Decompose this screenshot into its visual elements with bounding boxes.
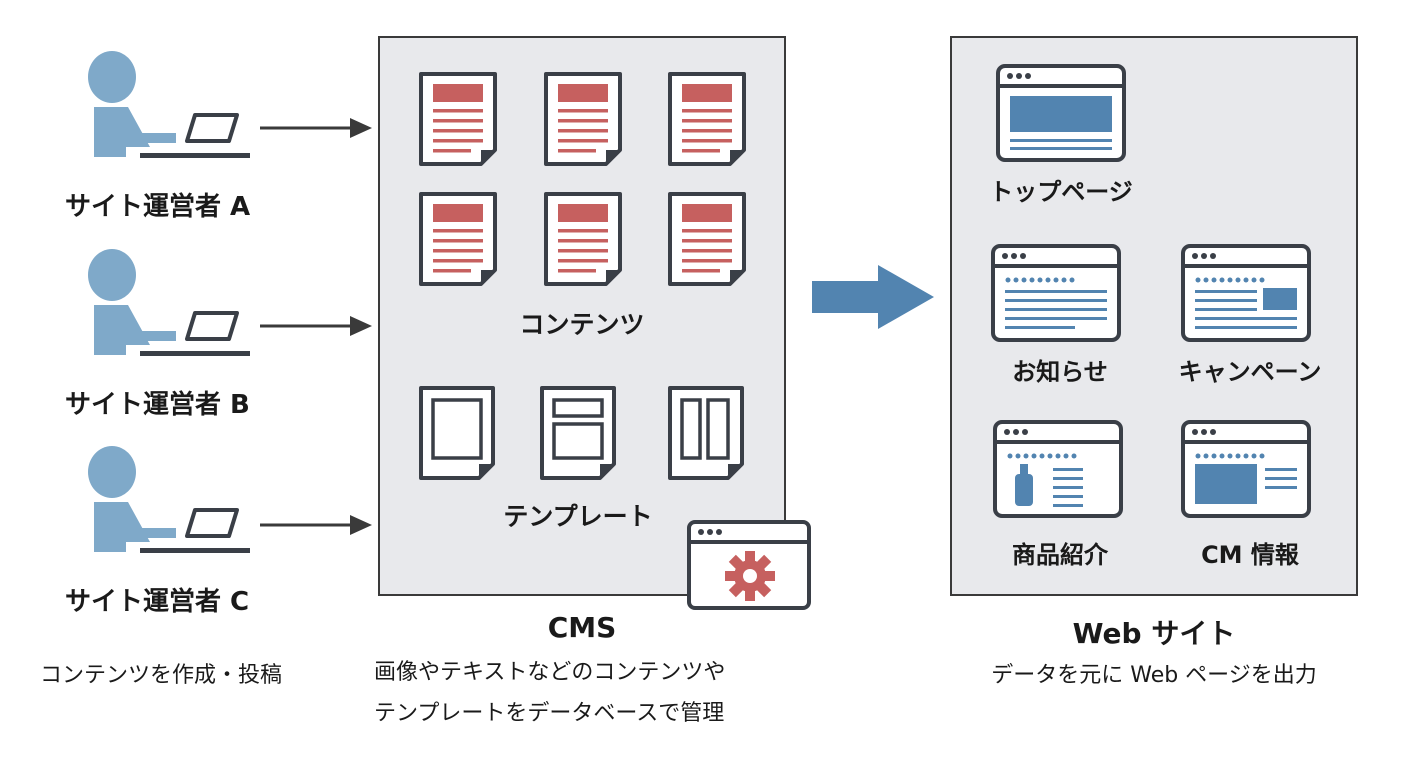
operator-b-label: サイト運営者 B (65, 390, 250, 420)
operator-a-icon (88, 51, 250, 158)
template-icon-two-column (668, 386, 744, 480)
cms-caption-line2: テンプレートをデータベースで管理 (374, 701, 725, 726)
arrow-a-to-cms (260, 118, 372, 138)
website-title: Web サイト (1072, 617, 1236, 650)
browser-window-icon (991, 244, 1121, 342)
person-icon (88, 446, 176, 552)
document-icon (419, 72, 497, 166)
cms-admin-window (687, 520, 811, 610)
operator-a-label: サイト運営者 A (65, 192, 251, 222)
person-icon (88, 51, 176, 157)
document-icon (668, 192, 746, 286)
operators-caption: コンテンツを作成・投稿 (40, 663, 283, 688)
website-caption: データを元に Web ページを出力 (991, 663, 1317, 688)
cms-title: CMS (547, 611, 617, 644)
document-icon (544, 72, 622, 166)
contents-label: コンテンツ (519, 310, 645, 339)
page-label-news: お知らせ (1012, 358, 1108, 386)
content-documents (419, 72, 746, 286)
page-label-campaign: キャンペーン (1178, 358, 1322, 386)
laptop-icon (140, 311, 250, 356)
gear-icon (725, 551, 775, 601)
page-label-cm: CM 情報 (1201, 541, 1299, 569)
templates-label: テンプレート (503, 502, 653, 531)
cms-panel-content (419, 72, 811, 610)
document-icon (668, 72, 746, 166)
operator-b-icon (88, 249, 250, 356)
person-icon (88, 249, 176, 355)
document-icon (419, 192, 497, 286)
laptop-icon (140, 508, 250, 553)
template-icon-header (540, 386, 616, 480)
browser-window-icon (1181, 420, 1311, 518)
document-icon (544, 192, 622, 286)
browser-window-icon (1181, 244, 1311, 342)
page-label-products: 商品紹介 (1012, 541, 1108, 569)
bottle-icon (1015, 464, 1033, 506)
arrow-right-icon (812, 265, 934, 329)
arrow-c-to-cms (260, 515, 372, 535)
browser-window-icon (996, 64, 1126, 162)
browser-window-icon (993, 420, 1123, 518)
website-panel-content (991, 64, 1311, 518)
page-label-top: トップページ (989, 178, 1133, 206)
operator-c-icon (88, 446, 250, 553)
operator-c-label: サイト運営者 C (65, 587, 250, 617)
laptop-icon (140, 113, 250, 158)
cms-caption-line1: 画像やテキストなどのコンテンツや (374, 660, 726, 685)
arrow-b-to-cms (260, 316, 372, 336)
template-icon-single (419, 386, 495, 480)
